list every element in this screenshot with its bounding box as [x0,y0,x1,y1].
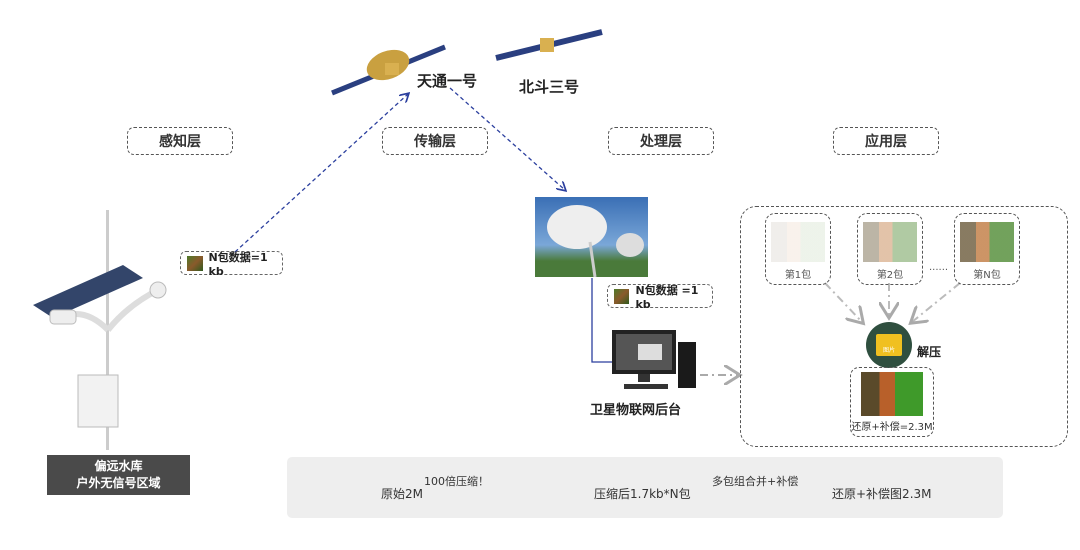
layer-processing: 处理层 [608,127,714,155]
packet-2-label: 第2包 [876,270,904,281]
flow-step-original: 原始2M [381,487,423,501]
uplink-arrow [234,94,408,253]
downlink-arrow [449,87,565,190]
beidou-label: 北斗三号 [519,78,580,96]
layer-transmission: 传输层 [382,127,488,155]
packet-ellipsis: ...... [929,262,949,273]
zip-icon-text: 图片 [876,334,902,356]
restored-image-box: 还原+补偿=2.3M [850,367,934,437]
packet-n: 第N包 [954,213,1020,285]
image-thumbnail-icon [614,288,630,304]
site-label-line1: 偏远水库 [94,459,143,473]
restored-label: 还原+补偿=2.3M [851,422,933,433]
process-flow-band [287,457,1003,518]
site-label: 偏远水库 户外无信号区域 [47,455,190,495]
flow-step-restored: 还原+补偿图2.3M [832,487,932,501]
satellite-dish-photo [535,197,648,278]
packet-image [863,222,917,262]
dish-to-backend-line [591,278,612,363]
decompress-label: 解压 [917,345,942,359]
packet-n-label: 第N包 [973,270,1001,281]
application-panel [740,206,1068,447]
backend-label: 卫星物联网后台 [590,403,682,418]
packet-1: 第1包 [765,213,831,285]
restored-squirrel-image [861,372,923,416]
packet-image [960,222,1014,262]
flow-step-compressed: 压缩后1.7kb*N包 [594,487,691,501]
image-thumbnail-icon [187,255,203,271]
backend-computer-icon [612,330,696,389]
packet-1-label: 第1包 [784,270,812,281]
packet-box-right: N包数据 =1 kb [607,283,713,311]
packet-image [771,222,825,262]
beidou-satellite-icon [495,29,603,61]
layer-application: 应用层 [833,127,939,155]
site-label-line2: 户外无信号区域 [76,476,161,490]
packet-label: N包数据=1 kb [208,250,268,278]
layer-perception: 感知层 [127,127,233,155]
packet-label: N包数据 =1 kb [635,283,699,311]
flow-arrow2-label: 多包组合并+补偿 [712,475,799,488]
solar-monitoring-pole-icon [33,210,167,450]
tiantong-label: 天通一号 [417,72,478,90]
tiantong-satellite-icon [331,44,446,96]
packet-2: 第2包 [857,213,923,285]
decompress-zip-icon: 图片 [866,322,912,368]
packet-box-left: N包数据=1 kb [180,250,283,278]
flow-arrow1-label: 100倍压缩！ [424,475,489,488]
